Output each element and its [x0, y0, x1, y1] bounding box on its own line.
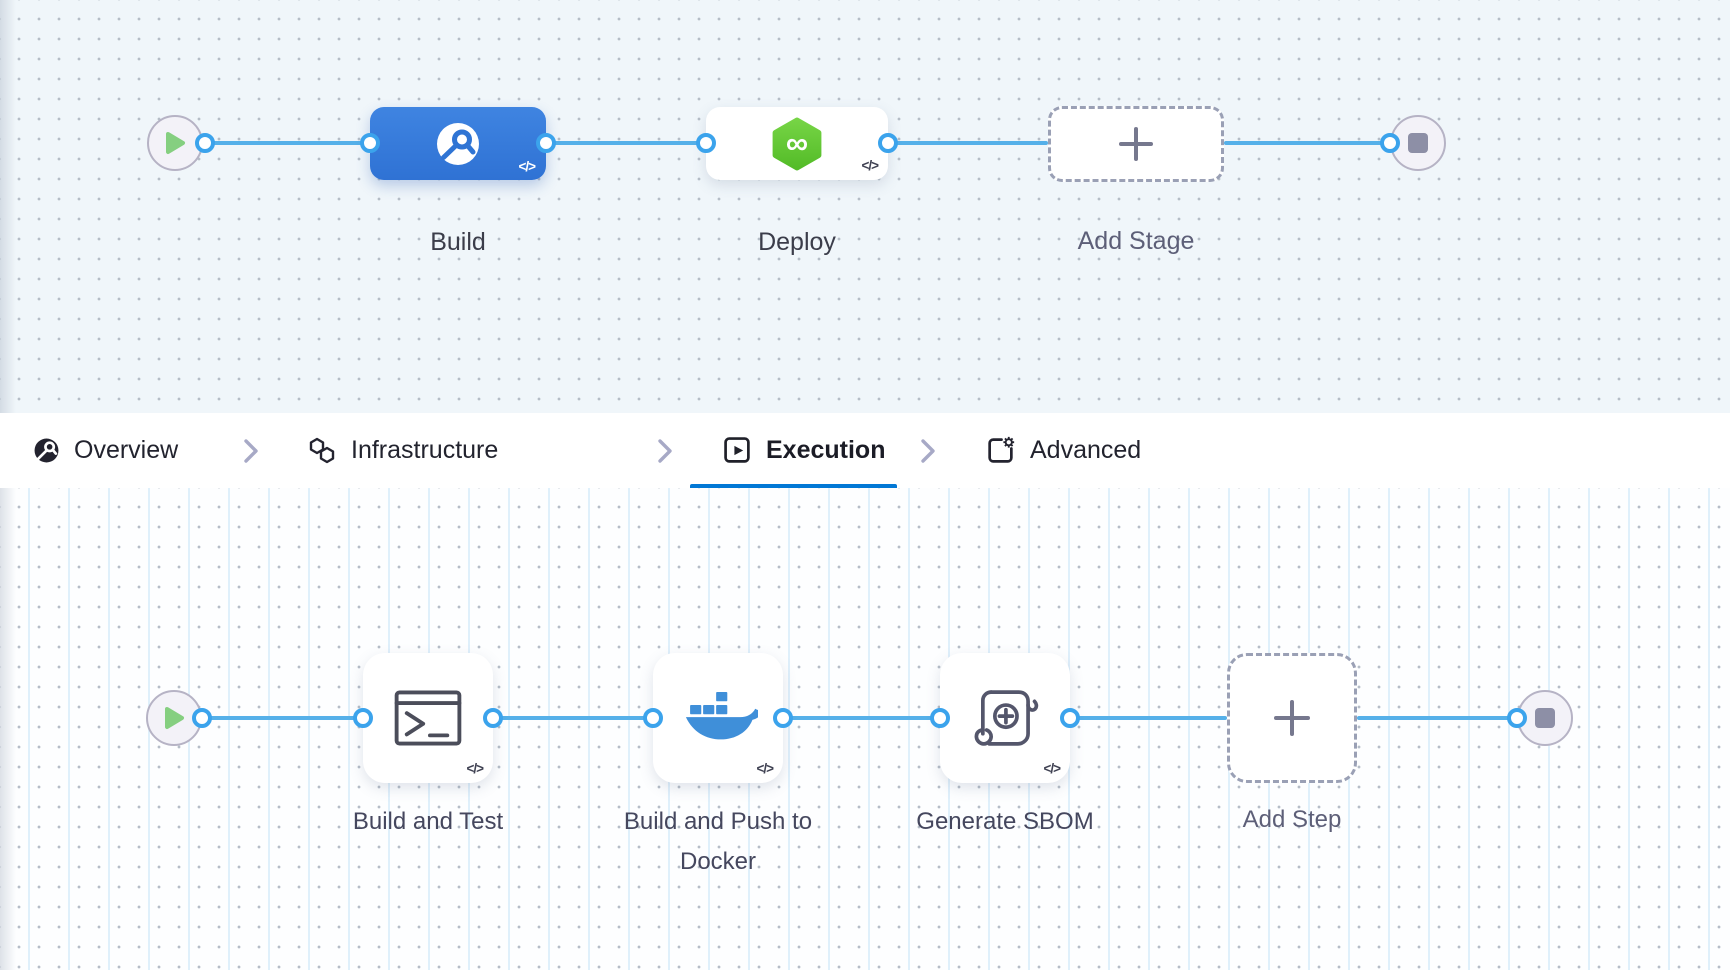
- tab-execution[interactable]: Execution: [723, 413, 885, 488]
- code-badge[interactable]: </>: [518, 158, 536, 174]
- connector-line: [493, 716, 653, 720]
- play-icon: [165, 707, 184, 729]
- execution-canvas: </> </>: [0, 488, 1730, 970]
- stage-canvas: </> ∞ </>: [0, 0, 1730, 413]
- chevron-right-icon: [244, 438, 258, 463]
- tab-infrastructure[interactable]: Infrastructure: [307, 413, 498, 488]
- code-badge[interactable]: </>: [861, 157, 879, 173]
- connector-line: [783, 716, 940, 720]
- step-label-generate-sbom: Generate SBOM: [916, 808, 1094, 835]
- add-step-button[interactable]: [1227, 653, 1357, 783]
- plus-icon: [1274, 700, 1310, 736]
- stage-label-add-stage: Add Stage: [1077, 227, 1195, 255]
- tab-label: Advanced: [1030, 436, 1142, 464]
- connector-line: [1070, 716, 1227, 720]
- active-tab-underline: [690, 484, 897, 488]
- tab-label: Execution: [766, 436, 886, 464]
- step-node-generate-sbom[interactable]: </>: [940, 653, 1070, 783]
- port[interactable]: [878, 133, 898, 153]
- connector-line: [546, 141, 706, 145]
- code-badge[interactable]: </>: [756, 760, 774, 776]
- stage-node-build[interactable]: </>: [370, 107, 546, 180]
- port[interactable]: [773, 708, 793, 728]
- chevron-right-icon: [658, 438, 672, 463]
- step-label-build-and-test: Build and Test: [352, 808, 504, 835]
- connector-line: [205, 141, 370, 145]
- code-badge[interactable]: </>: [1043, 760, 1061, 776]
- port[interactable]: [192, 708, 212, 728]
- connector-line: [1357, 716, 1517, 720]
- pipeline-start-node: [146, 690, 202, 746]
- port[interactable]: [1060, 708, 1080, 728]
- chevron-right-icon: [921, 438, 935, 463]
- stage-tab-bar: Overview Infrastructure Execution: [0, 413, 1730, 488]
- terminal-icon: [394, 690, 462, 746]
- left-edge-shade: [0, 488, 16, 970]
- stage-label-deploy: Deploy: [758, 228, 836, 256]
- sbom-scroll-icon: [974, 690, 1039, 746]
- stage-node-deploy[interactable]: ∞ </>: [706, 107, 888, 180]
- pipeline-start-node: [147, 115, 203, 171]
- left-edge-shade: [0, 0, 16, 413]
- stop-icon: [1408, 133, 1428, 153]
- tab-advanced[interactable]: Advanced: [985, 413, 1141, 488]
- port[interactable]: [930, 708, 950, 728]
- advanced-icon: [988, 436, 1015, 463]
- stage-label-build: Build: [430, 228, 486, 256]
- port[interactable]: [1380, 133, 1400, 153]
- port[interactable]: [353, 708, 373, 728]
- ci-build-icon: [437, 122, 479, 165]
- port[interactable]: [536, 133, 556, 153]
- port[interactable]: [696, 133, 716, 153]
- port[interactable]: [195, 133, 215, 153]
- step-label-build-and-push-to-docker: Build and Push to Docker: [623, 808, 813, 875]
- infinity-glyph: ∞: [786, 125, 808, 160]
- stop-icon: [1535, 708, 1555, 728]
- execution-icon: [724, 437, 750, 463]
- connector-line: [202, 716, 363, 720]
- port[interactable]: [643, 708, 663, 728]
- port[interactable]: [360, 133, 380, 153]
- connector-line: [1224, 141, 1390, 145]
- step-node-build-and-push-to-docker[interactable]: </>: [653, 653, 783, 783]
- port[interactable]: [483, 708, 503, 728]
- infrastructure-icon: [309, 437, 335, 463]
- code-badge[interactable]: </>: [466, 760, 484, 776]
- tab-label: Overview: [74, 436, 179, 464]
- docker-icon: [680, 691, 758, 740]
- cd-deploy-icon: ∞: [772, 117, 822, 170]
- tab-label: Infrastructure: [351, 436, 499, 464]
- play-icon: [166, 132, 185, 154]
- port[interactable]: [1507, 708, 1527, 728]
- connector-line: [888, 141, 1048, 145]
- add-stage-button[interactable]: [1048, 106, 1224, 182]
- overview-icon: [34, 438, 59, 463]
- plus-icon: [1119, 127, 1153, 161]
- step-label-add-step: Add Step: [1242, 806, 1342, 833]
- step-node-build-and-test[interactable]: </>: [363, 653, 493, 783]
- tab-overview[interactable]: Overview: [33, 413, 178, 488]
